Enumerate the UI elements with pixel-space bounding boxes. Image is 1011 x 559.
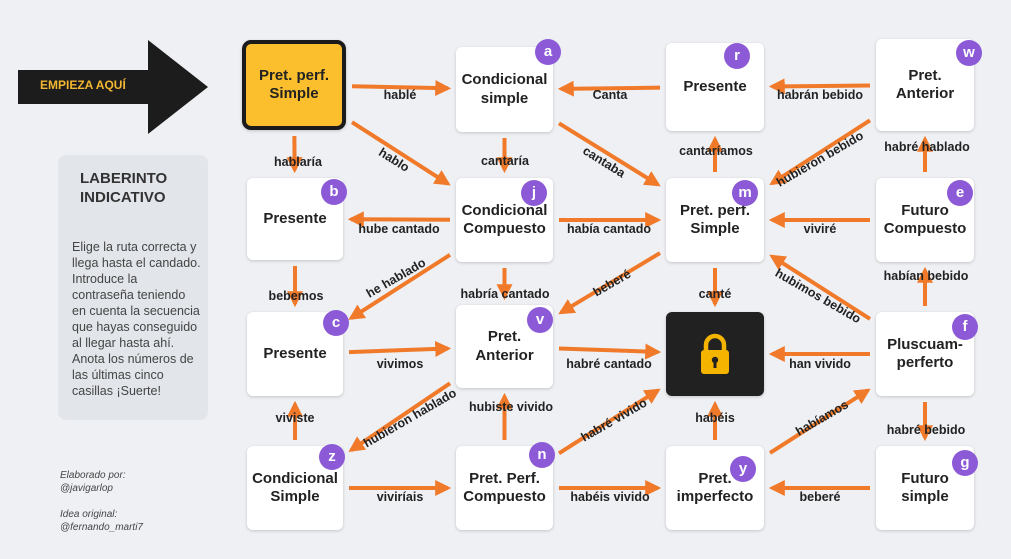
maze-arrow-v-to-z <box>348 381 452 452</box>
maze-arrow-r-to-a <box>557 80 661 97</box>
info-panel <box>58 155 208 420</box>
credit-author-label: Elaborado por: <box>60 470 126 481</box>
maze-card-b[interactable]: Presente b <box>247 178 347 260</box>
card-label: Pret. Anterior <box>895 66 955 102</box>
maze-arrow-start-to-j <box>350 120 451 186</box>
card-label: Pret. perf. Simple <box>258 66 330 102</box>
maze-arrow-f-to-m <box>769 254 872 321</box>
card-label: Presente <box>263 209 327 227</box>
card-badge: g <box>952 450 978 476</box>
edge-label: habré bebido <box>886 423 966 437</box>
edge-label: habéis vivido <box>570 490 650 504</box>
edge-label: habría cantado <box>460 287 550 301</box>
start-label: EMPIEZA AQUÍ <box>40 78 126 92</box>
edge-label: cantaríamos <box>679 144 753 158</box>
maze-arrow-c-to-v <box>348 340 452 357</box>
edge-label: vivimos <box>376 357 424 371</box>
edge-label: habré cantado <box>566 357 652 371</box>
card-badge: a <box>535 39 561 65</box>
info-instructions: Elige la ruta correcta y llega hasta el … <box>72 240 201 398</box>
card-label: Pret. Perf. Compuesto <box>463 469 546 505</box>
maze-arrow-w-to-m <box>769 118 872 186</box>
card-badge: e <box>947 180 973 206</box>
card-badge: y <box>730 456 756 482</box>
edge-label: beberé <box>799 490 841 504</box>
maze-card-a[interactable]: Condicional simple a <box>456 39 561 132</box>
edge-label: viviste <box>275 411 315 425</box>
edge-label: hablaría <box>274 155 322 169</box>
card-label: Futuro simple <box>901 469 949 505</box>
maze-arrow-a-to-m <box>557 121 661 187</box>
card-label: Pret. Anterior <box>475 328 534 364</box>
credit-author-name: @javigarlop <box>60 482 113 494</box>
maze-arrow-n-to-lock <box>557 388 661 455</box>
maze-arrow-m-to-v <box>558 251 662 315</box>
credit-original: Idea original: @fernando_marti7 <box>60 509 143 534</box>
credit-author: Elaborado por: @javigarlop <box>60 470 126 495</box>
card-badge: c <box>323 310 349 336</box>
maze-card-lock[interactable] <box>666 312 764 396</box>
maze-arrow-w-to-r <box>768 78 871 95</box>
edge-label: hube cantado <box>358 222 440 236</box>
maze-card-r[interactable]: Presente r <box>666 43 764 131</box>
card-badge: b <box>321 179 347 205</box>
card-label: Condicional simple <box>461 71 548 107</box>
card-label: Condicional Simple <box>252 469 338 505</box>
edge-label: hablé <box>383 88 417 102</box>
edge-label: habrán bebido <box>776 88 864 102</box>
card-badge: j <box>521 180 547 206</box>
card-label: Futuro Compuesto <box>883 201 967 237</box>
card-label: Presente <box>263 344 327 362</box>
card-label: Presente <box>683 77 747 95</box>
edge-label: han vivido <box>789 357 851 371</box>
credit-original-label: Idea original: <box>60 509 118 520</box>
card-badge: m <box>732 180 758 206</box>
edge-label: hubiste vivido <box>468 400 554 414</box>
card-label: Pret. imperfecto <box>676 469 754 505</box>
card-badge: v <box>527 307 553 333</box>
maze-card-c[interactable]: Presente c <box>247 310 349 396</box>
edge-label: habéis <box>695 411 735 425</box>
edge-label: cantaría <box>481 154 529 168</box>
edge-label: canté <box>698 287 732 301</box>
edge-label: bebemos <box>268 289 324 303</box>
edge-label: viviríais <box>376 490 424 504</box>
card-badge: n <box>529 442 555 468</box>
maze-arrow-y-to-f <box>768 388 871 455</box>
card-badge: r <box>724 43 750 69</box>
start-arrow-icon <box>18 40 208 134</box>
edge-label: habían bebido <box>883 269 969 283</box>
card-label: Pluscuam-perferto <box>887 335 963 371</box>
maze-arrow-j-to-c <box>348 253 452 320</box>
padlock-icon <box>701 333 729 374</box>
maze-card-start[interactable]: Pret. perf. Simple <box>242 40 346 130</box>
card-badge: w <box>956 40 982 66</box>
edge-label: había cantado <box>566 222 652 236</box>
card-badge: z <box>319 444 345 470</box>
maze-arrow-start-to-a <box>351 80 452 97</box>
edge-label: habré hablado <box>884 140 970 154</box>
card-badge: f <box>952 314 978 340</box>
maze-arrow-v-to-lock <box>558 343 662 360</box>
card-label: Condicional Compuesto <box>461 201 548 237</box>
info-title: LABERINTO INDICATIVO <box>80 170 168 206</box>
edge-label: Canta <box>592 88 628 102</box>
credit-original-name: @fernando_marti7 <box>60 521 143 533</box>
edge-label: viviré <box>803 222 837 236</box>
card-label: Pret. perf. Simple <box>679 201 751 237</box>
